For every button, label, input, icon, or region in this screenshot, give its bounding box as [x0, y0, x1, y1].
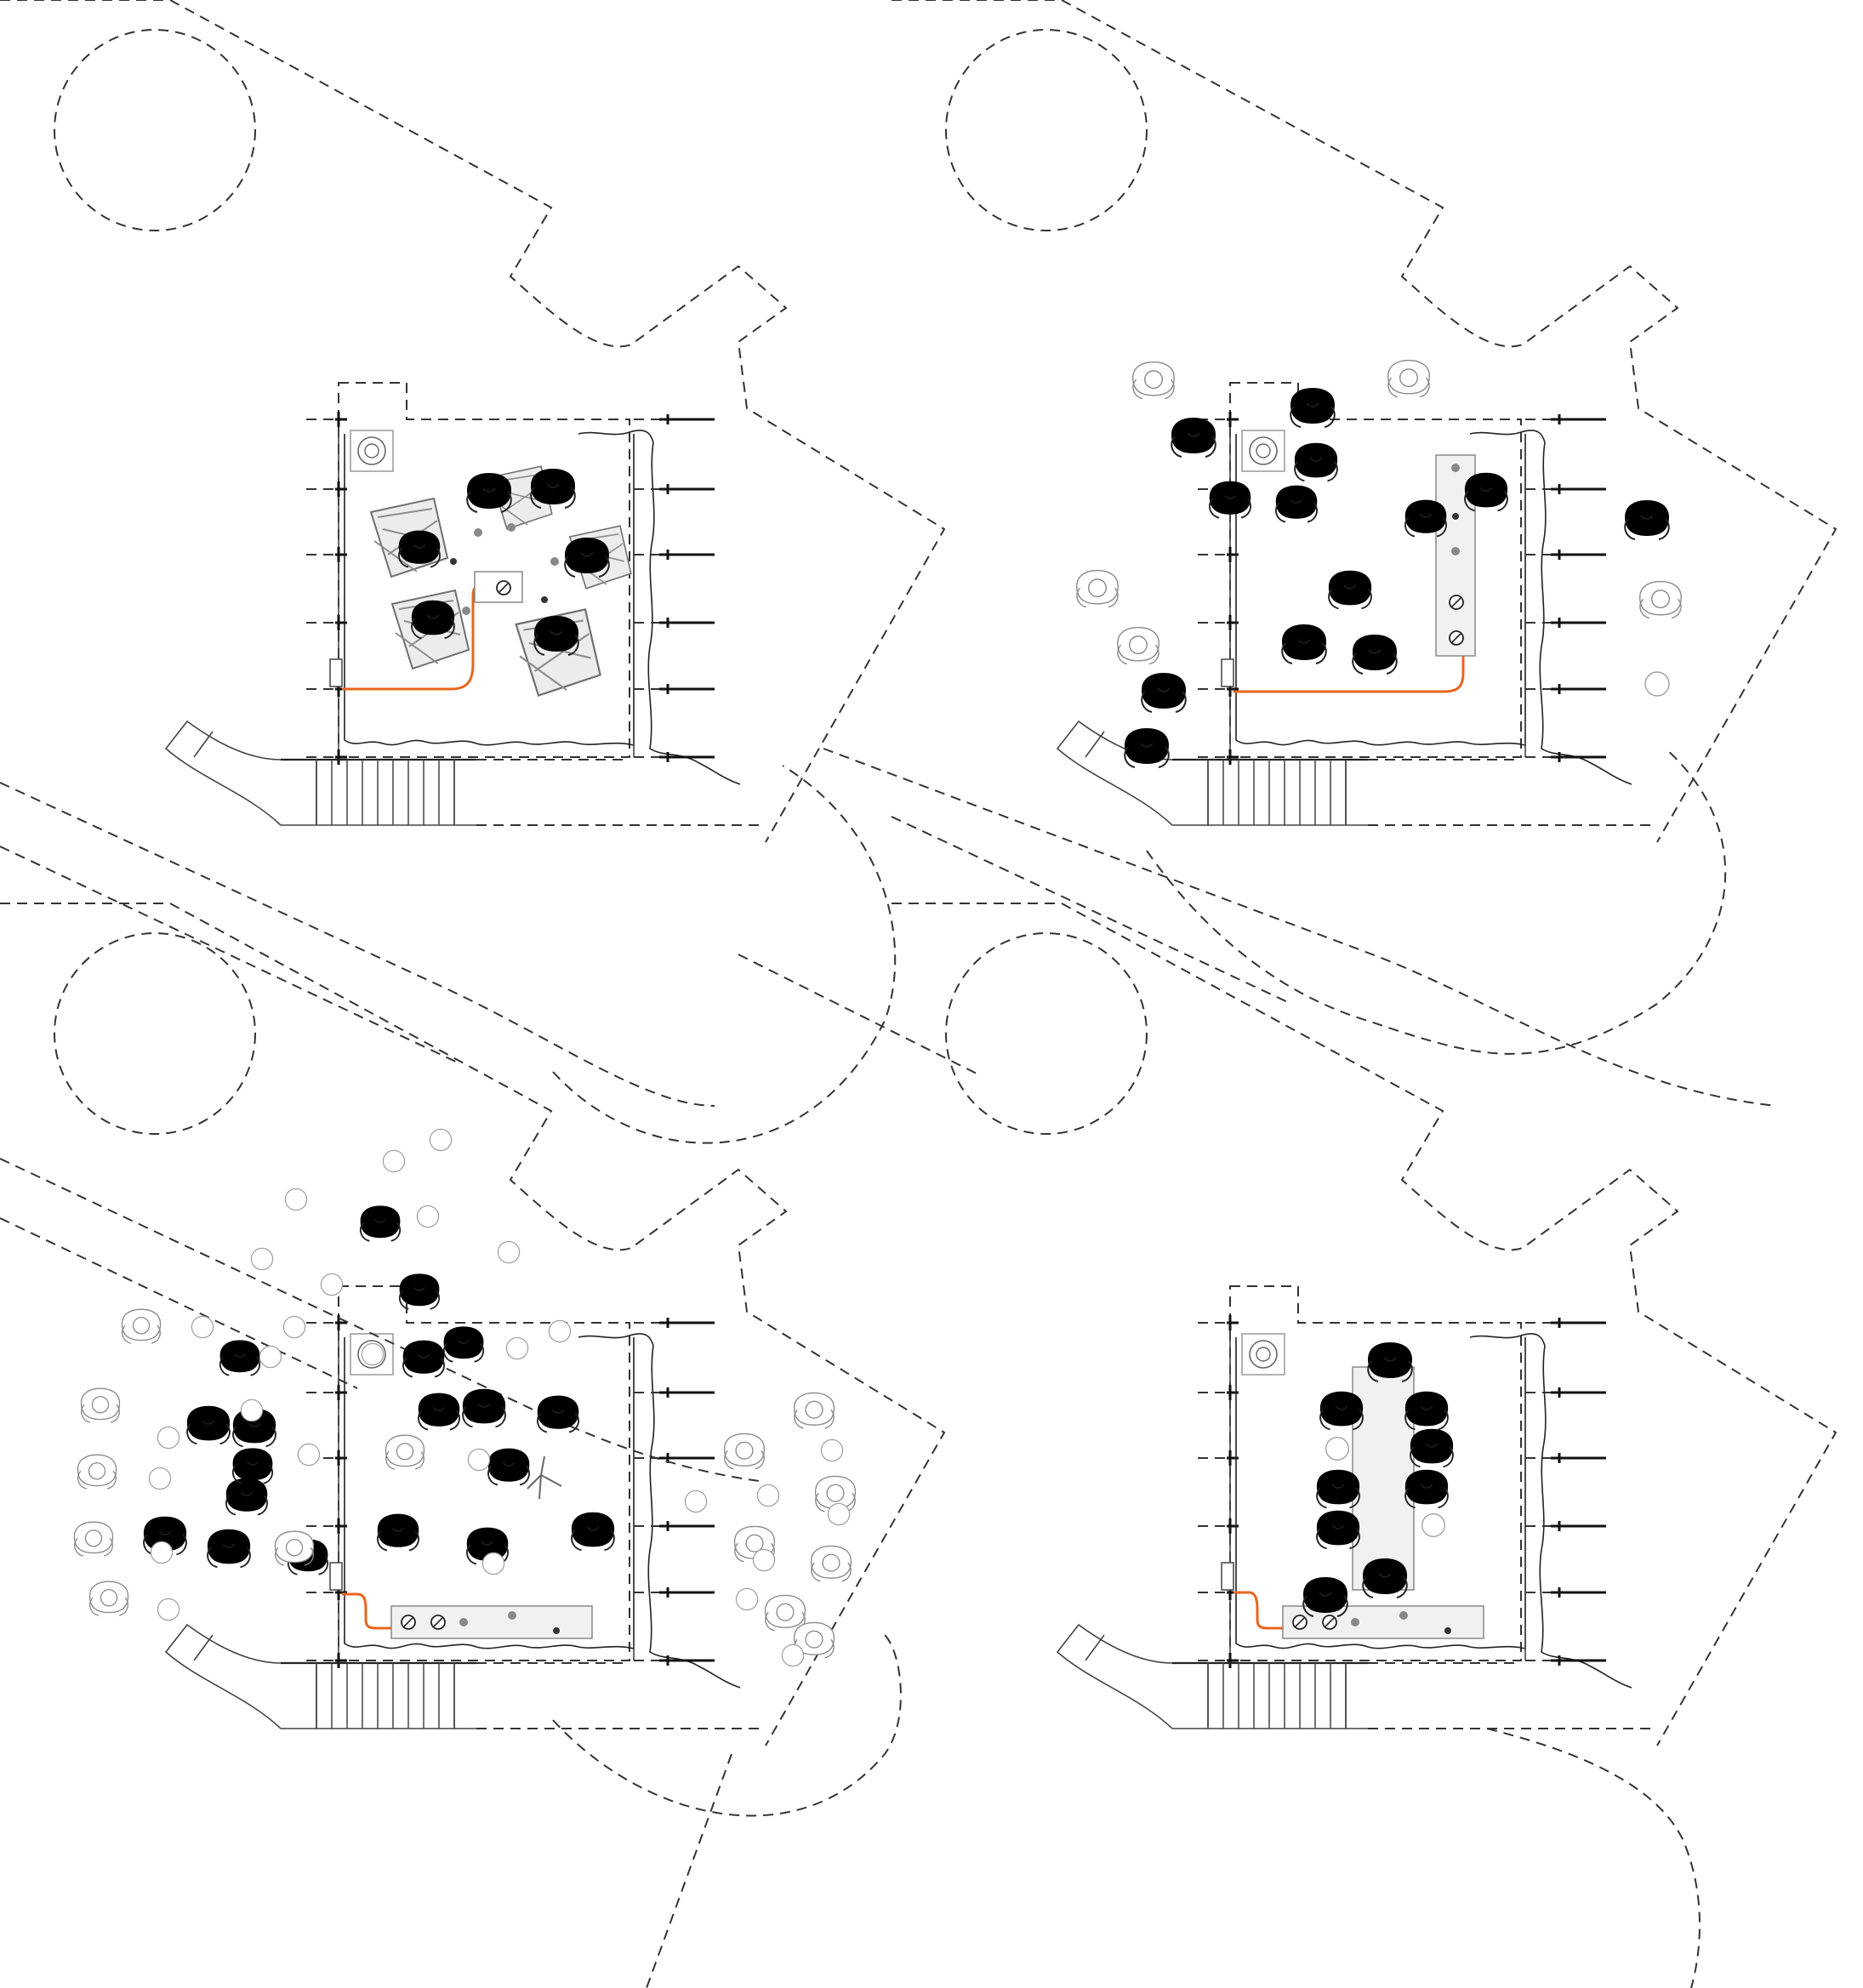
person-icon — [1124, 387, 1670, 768]
panel-top-right — [823, 0, 1837, 1107]
person-icon — [142, 1205, 616, 1575]
panel-bottom-right — [738, 902, 1837, 1988]
panel-bottom-left — [0, 902, 946, 1988]
panel-top-left — [0, 0, 946, 1144]
stool-icon — [1644, 671, 1670, 697]
person-ghost-icon — [1076, 359, 1682, 665]
